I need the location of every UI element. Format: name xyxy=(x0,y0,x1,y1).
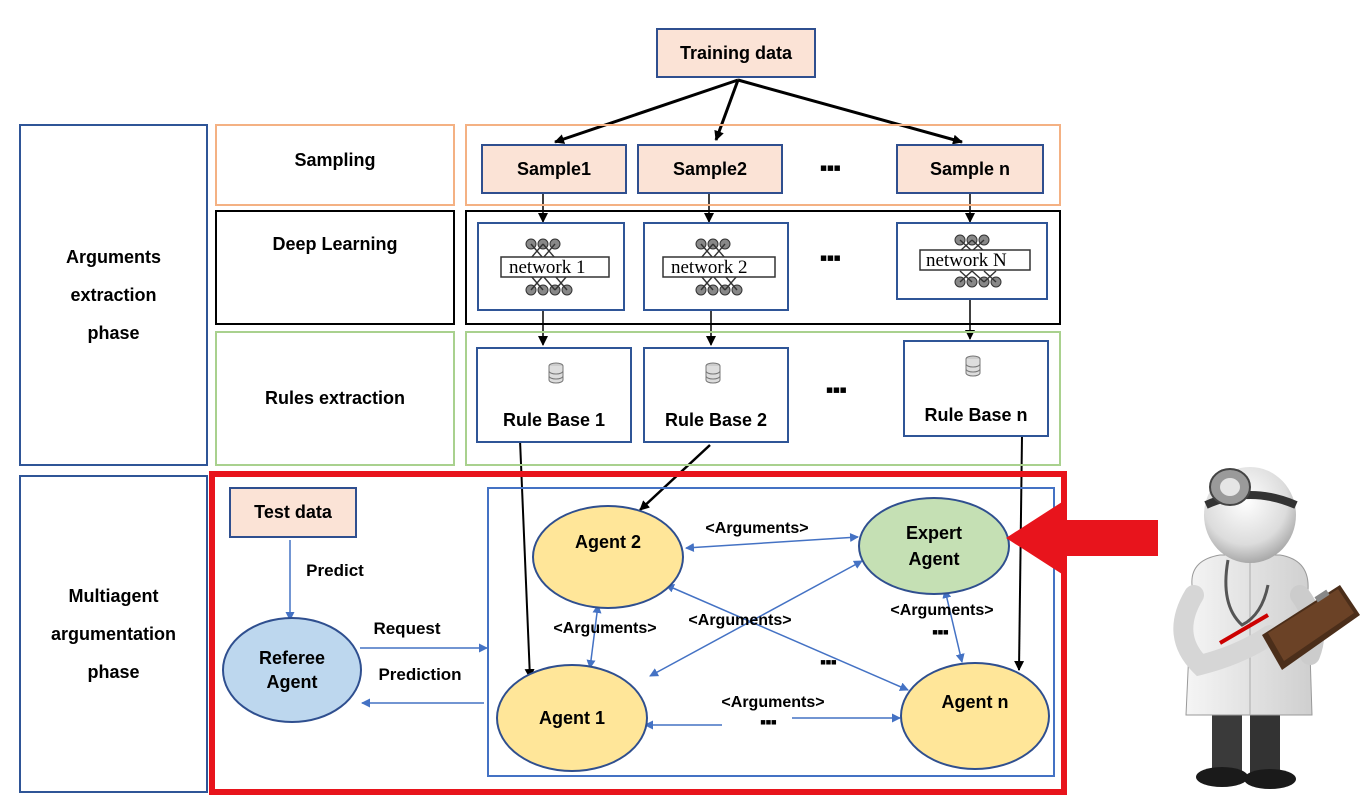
sample-1-box: Sample1 xyxy=(481,144,627,194)
phase-label-line: argumentation xyxy=(50,624,176,644)
rule-base-label: Rule Base 2 xyxy=(664,409,768,430)
network-2-box: network 2 xyxy=(643,222,789,311)
request-label: Request xyxy=(373,619,441,638)
arguments-label: <Arguments> xyxy=(553,620,657,637)
sample-label: Sample2 xyxy=(672,158,748,179)
database-icon xyxy=(965,355,981,377)
agent-n: Agent n xyxy=(900,662,1050,770)
expert-label-line: Agent xyxy=(908,549,960,569)
network-label: network 1 xyxy=(509,257,586,278)
arguments-extraction-phase: Arguments extraction phase xyxy=(19,124,208,466)
rule-base-ellipsis: ▪▪▪ xyxy=(806,372,866,408)
agent-label: Agent 2 xyxy=(574,531,641,552)
network-label: network N xyxy=(926,250,1007,271)
rules-extraction-row-label: Rules extraction xyxy=(215,331,455,466)
rule-base-2-box: Rule Base 2 xyxy=(643,347,789,443)
agent-1: Agent 1 xyxy=(496,664,648,772)
training-data-label: Training data xyxy=(679,42,793,63)
neural-network-icon xyxy=(500,238,610,296)
deep-learning-row-label: Deep Learning xyxy=(215,210,455,325)
rules-extraction-label: Rules extraction xyxy=(264,388,406,408)
arguments-label: <Arguments> xyxy=(721,694,825,711)
sample-2-box: Sample2 xyxy=(637,144,783,194)
network-label: network 2 xyxy=(671,257,748,278)
rules-extraction-row xyxy=(465,331,1061,466)
predict-label: Predict xyxy=(306,561,364,580)
rule-base-label: Rule Base 1 xyxy=(502,409,606,430)
referee-agent: Referee Agent xyxy=(222,617,362,723)
test-data-box: Test data xyxy=(229,487,357,538)
agent-2: Agent 2 xyxy=(532,505,684,609)
rule-base-label: Rule Base n xyxy=(924,404,1028,425)
agent-ellipsis: ▪▪▪ xyxy=(759,711,777,732)
multiagent-argumentation-phase: Multiagent argumentation phase xyxy=(19,475,208,793)
argumentation-highlight-frame xyxy=(209,471,1067,795)
ellipsis-label: ▪▪▪ xyxy=(819,245,841,270)
sample-label: Sample n xyxy=(929,158,1011,179)
rule-base-n-box: Rule Base n xyxy=(903,340,1049,437)
prediction-label: Prediction xyxy=(378,665,462,684)
agent-ellipsis: ▪▪▪ xyxy=(931,621,949,642)
ellipsis-label: ▪▪▪ xyxy=(825,377,847,402)
sample-n-box: Sample n xyxy=(896,144,1044,194)
sample-ellipsis: ▪▪▪ xyxy=(800,150,860,186)
database-icon xyxy=(705,362,721,384)
agent-ellipsis: ▪▪▪ xyxy=(819,651,837,672)
agent-label: Agent n xyxy=(941,691,1009,712)
phase-label-line: Multiagent xyxy=(68,586,159,606)
test-data-label: Test data xyxy=(254,502,332,522)
referee-label-line: Referee xyxy=(258,648,326,668)
phase-label-line: phase xyxy=(87,662,140,682)
deep-learning-row xyxy=(465,210,1061,325)
sampling-row-label: Sampling xyxy=(215,124,455,206)
sampling-label: Sampling xyxy=(294,150,376,170)
agent-label: Agent 1 xyxy=(538,707,605,728)
doctor-icon xyxy=(1173,467,1360,789)
red-arrow-icon xyxy=(1006,502,1158,574)
sample-label: Sample1 xyxy=(516,158,592,179)
training-data-box: Training data xyxy=(656,28,816,78)
phase-label-line: extraction xyxy=(70,285,157,305)
rule-base-1-box: Rule Base 1 xyxy=(476,347,632,443)
network-ellipsis: ▪▪▪ xyxy=(800,240,860,276)
database-icon xyxy=(548,362,564,384)
arguments-label: <Arguments> xyxy=(705,520,809,537)
arguments-label: <Arguments> xyxy=(890,602,994,619)
agents-frame xyxy=(487,487,1055,777)
phase-label-line: Arguments xyxy=(65,247,161,267)
arguments-label: <Arguments> xyxy=(688,612,792,629)
network-n-box: network N xyxy=(896,222,1048,300)
expert-label-line: Expert xyxy=(905,523,963,543)
network-1-box: network 1 xyxy=(477,222,625,311)
phase-label-line: phase xyxy=(87,323,140,343)
neural-network-icon xyxy=(662,238,776,296)
neural-network-icon xyxy=(919,234,1031,288)
sampling-row xyxy=(465,124,1061,206)
deep-learning-label: Deep Learning xyxy=(272,234,398,254)
expert-agent: Expert Agent xyxy=(858,497,1010,595)
referee-label-line: Agent xyxy=(266,672,318,692)
ellipsis-label: ▪▪▪ xyxy=(819,155,841,180)
